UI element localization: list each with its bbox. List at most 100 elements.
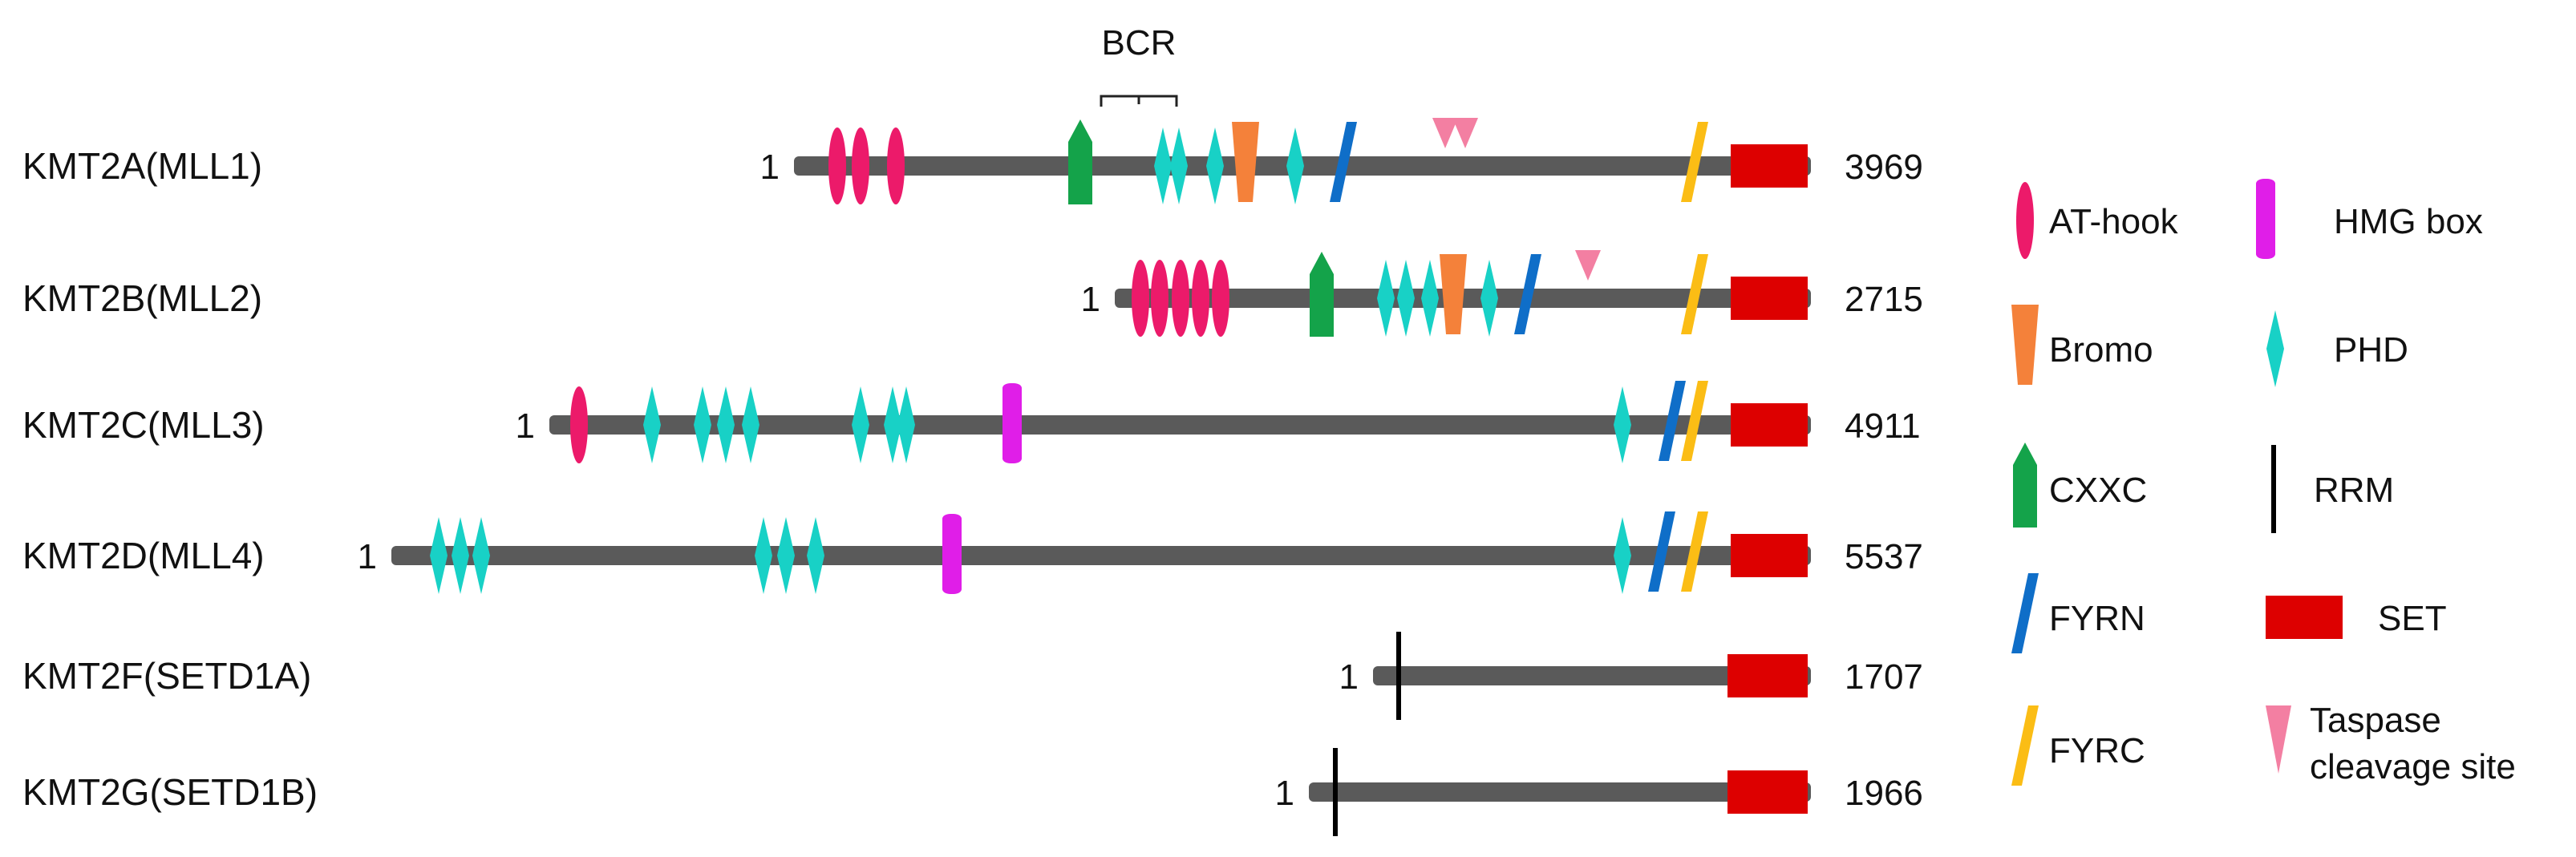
set-domain bbox=[1731, 403, 1808, 447]
at-hook-legend-icon bbox=[2016, 182, 2034, 259]
phd-domain bbox=[1286, 127, 1304, 204]
at-hook-shape bbox=[1192, 260, 1209, 337]
phd-shape bbox=[1170, 127, 1188, 204]
legend-item: Bromo bbox=[2011, 305, 2153, 385]
protein-backbone bbox=[1309, 782, 1811, 802]
phd-shape bbox=[1480, 260, 1498, 337]
set-domain bbox=[1731, 277, 1808, 320]
at-hook-shape bbox=[2016, 182, 2034, 259]
start-position-label: 1 bbox=[1081, 280, 1100, 319]
legend-item: PHD bbox=[2266, 310, 2408, 387]
phd-shape bbox=[1397, 260, 1415, 337]
phd-domain bbox=[1377, 260, 1395, 337]
taspase-legend-icon bbox=[2266, 705, 2291, 774]
set-shape bbox=[1727, 654, 1808, 697]
hmg-box-shape bbox=[942, 514, 962, 594]
phd-shape bbox=[643, 386, 661, 463]
phd-domain bbox=[472, 517, 490, 594]
phd-domain bbox=[742, 386, 759, 463]
phd-domain bbox=[852, 386, 869, 463]
fyrn-domain bbox=[1330, 122, 1357, 202]
phd-domain bbox=[1154, 127, 1172, 204]
taspase-domain bbox=[1452, 118, 1478, 148]
phd-domain bbox=[717, 386, 735, 463]
at-hook-domain bbox=[828, 127, 846, 204]
fyrn-shape bbox=[2011, 573, 2039, 653]
at-hook-shape bbox=[1132, 260, 1149, 337]
set-shape bbox=[1727, 770, 1808, 814]
legend-item: FYRC bbox=[2011, 705, 2145, 786]
fyrc-shape bbox=[1681, 511, 1708, 592]
set-shape bbox=[1731, 144, 1808, 188]
legend-label: SET bbox=[2378, 599, 2447, 638]
legend-label: PHD bbox=[2334, 330, 2408, 370]
at-hook-domain bbox=[570, 386, 588, 463]
legend-item: CXXC bbox=[2013, 443, 2147, 528]
bromo-shape bbox=[2011, 305, 2039, 385]
legend-label: RRM bbox=[2314, 471, 2394, 510]
legend-item: Taspase cleavage site bbox=[2266, 701, 2516, 786]
protein-name: KMT2F(SETD1A) bbox=[22, 655, 311, 697]
start-position-label: 1 bbox=[1339, 657, 1359, 697]
end-length-label: 4911 bbox=[1845, 406, 1921, 446]
at-hook-domain bbox=[1132, 260, 1149, 337]
phd-domain bbox=[643, 386, 661, 463]
at-hook-shape bbox=[887, 127, 905, 204]
phd-shape bbox=[1614, 517, 1631, 594]
at-hook-domain bbox=[887, 127, 905, 204]
at-hook-shape bbox=[828, 127, 846, 204]
cxxc-domain bbox=[1068, 119, 1092, 204]
phd-domain bbox=[884, 386, 901, 463]
set-domain bbox=[1727, 654, 1808, 697]
phd-domain bbox=[694, 386, 711, 463]
phd-shape bbox=[1286, 127, 1304, 204]
legend-label: cleavage site bbox=[2310, 747, 2516, 786]
fyrc-shape bbox=[1681, 122, 1708, 202]
protein-name: KMT2C(MLL3) bbox=[22, 404, 265, 446]
taspase-shape bbox=[1575, 250, 1601, 281]
phd-domain bbox=[1206, 127, 1224, 204]
taspase-shape bbox=[1432, 118, 1458, 148]
at-hook-domain bbox=[1172, 260, 1189, 337]
end-length-label: 5537 bbox=[1845, 537, 1923, 576]
set-shape bbox=[1731, 277, 1808, 320]
fyrc-shape bbox=[1681, 254, 1708, 334]
phd-shape bbox=[1206, 127, 1224, 204]
legend-item: FYRN bbox=[2011, 573, 2145, 653]
fyrc-shape bbox=[2011, 705, 2039, 786]
phd-shape bbox=[2266, 310, 2284, 387]
phd-shape bbox=[897, 386, 915, 463]
phd-shape bbox=[852, 386, 869, 463]
protein-name: KMT2A(MLL1) bbox=[22, 145, 262, 187]
bromo-legend-icon bbox=[2011, 305, 2039, 385]
phd-shape bbox=[694, 386, 711, 463]
set-shape bbox=[1731, 534, 1808, 577]
cxxc-shape bbox=[1068, 119, 1092, 204]
hmg-domain bbox=[942, 514, 962, 594]
phd-shape bbox=[755, 517, 772, 594]
bromo-shape bbox=[1232, 122, 1259, 202]
at-hook-shape bbox=[1172, 260, 1189, 337]
legend-item: HMG box bbox=[2256, 179, 2483, 259]
fyrc-domain bbox=[1681, 122, 1708, 202]
legend-item: SET bbox=[2266, 596, 2447, 639]
legend-label: Taspase bbox=[2310, 701, 2441, 740]
cxxc-legend-icon bbox=[2013, 443, 2037, 528]
bcr-annotation: BCR bbox=[1100, 23, 1178, 107]
phd-shape bbox=[472, 517, 490, 594]
phd-domain bbox=[452, 517, 469, 594]
protein-backbone bbox=[1373, 666, 1811, 685]
phd-domain bbox=[897, 386, 915, 463]
bromo-domain bbox=[1232, 122, 1259, 202]
fyrn-shape bbox=[1330, 122, 1357, 202]
set-legend-icon bbox=[2266, 596, 2343, 639]
cxxc-shape bbox=[2013, 443, 2037, 528]
phd-shape bbox=[430, 517, 448, 594]
legend-label: HMG box bbox=[2334, 202, 2483, 241]
phd-domain bbox=[1170, 127, 1188, 204]
